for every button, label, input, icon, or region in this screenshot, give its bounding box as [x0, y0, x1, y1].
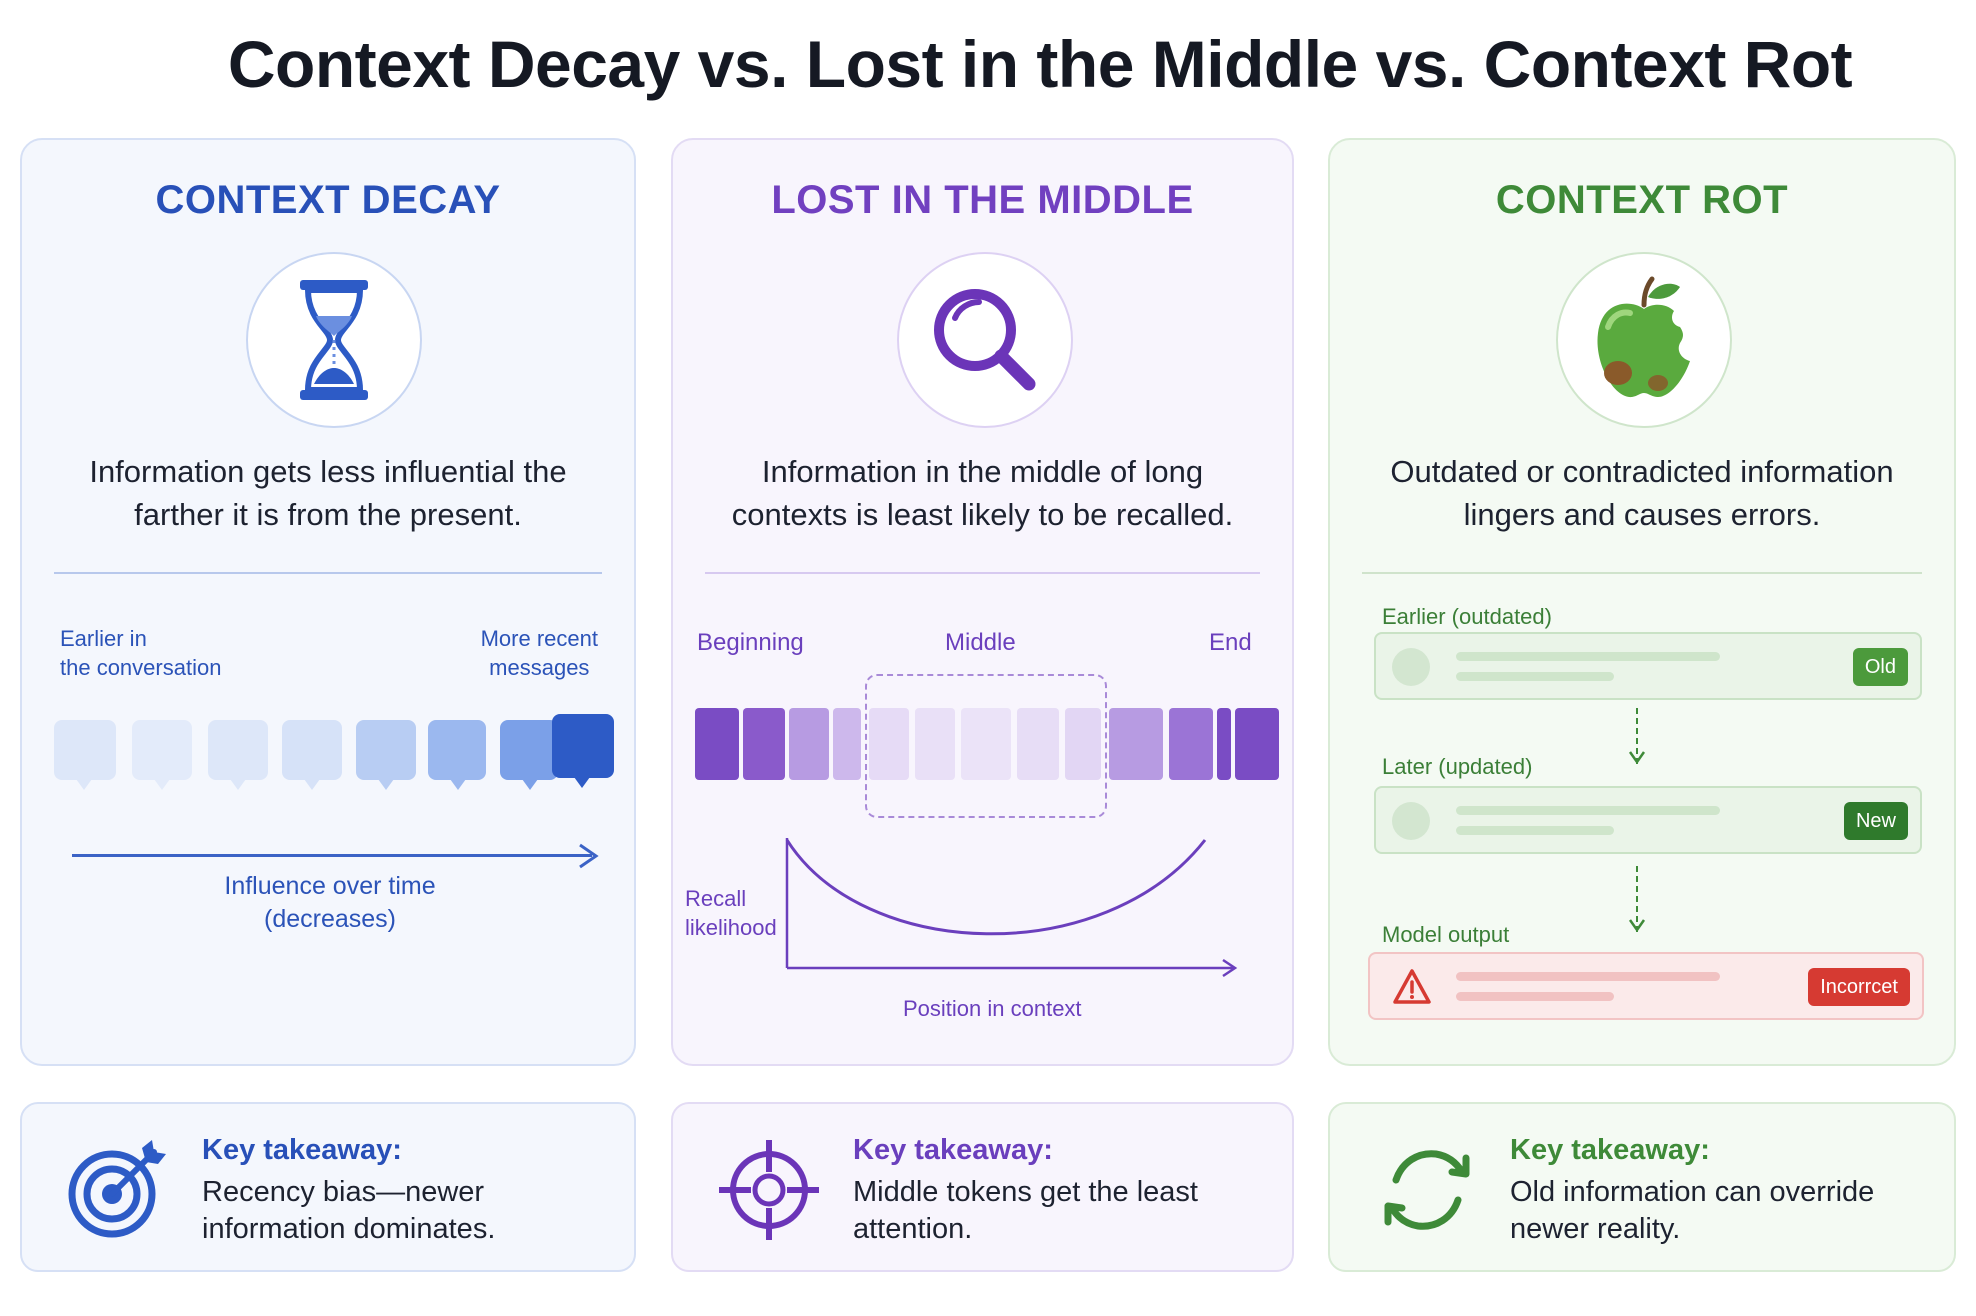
- message-bubble: [208, 720, 268, 790]
- takeaway-text: Middle tokens get the least attention.: [853, 1176, 1198, 1245]
- magnifier-icon: [934, 289, 1036, 391]
- arrow-head-icon: [579, 843, 599, 869]
- takeaway-title: Key takeaway:: [202, 1134, 402, 1166]
- context-segment: [869, 708, 909, 780]
- context-segment: [1235, 708, 1279, 780]
- divider: [1362, 572, 1922, 574]
- message-bubble: [132, 720, 192, 790]
- old-tag: Old: [1852, 648, 1908, 686]
- label-later-updated: Later (updated): [1382, 754, 1533, 779]
- connector-arrow: [1636, 866, 1638, 932]
- label-model-output: Model output: [1382, 922, 1510, 947]
- recall-likelihood-label: Recall likelihood: [685, 886, 777, 940]
- icon-circle: [246, 252, 422, 428]
- context-segment: [695, 708, 739, 780]
- label-more-recent: More recent messages: [480, 626, 598, 680]
- context-segment: [1017, 708, 1059, 780]
- message-bubble: [500, 720, 558, 790]
- context-segment: [743, 708, 785, 780]
- panel-title: LOST IN THE MIDDLE: [771, 178, 1194, 222]
- label-beginning: Beginning: [697, 629, 804, 656]
- takeaway-title: Key takeaway:: [1510, 1134, 1710, 1166]
- arrow-down-icon: [1628, 919, 1646, 933]
- context-segment: [833, 708, 861, 780]
- label-middle: Middle: [945, 629, 1016, 656]
- avatar: [1392, 648, 1430, 686]
- label-earlier-outdated: Earlier (outdated): [1382, 604, 1552, 629]
- old-message-box: Old: [1374, 632, 1922, 700]
- context-segment: [1109, 708, 1163, 780]
- message-bubble: [356, 720, 416, 790]
- hourglass-icon: [300, 280, 368, 400]
- context-segment: [1065, 708, 1101, 780]
- refresh-cycle-icon: [1384, 1150, 1470, 1230]
- new-message-box: New: [1374, 786, 1922, 854]
- recall-curve-chart: [785, 838, 1238, 978]
- panel-title: CONTEXT DECAY: [155, 178, 501, 222]
- takeaway-middle: Key takeaway: Middle tokens get the leas…: [671, 1102, 1294, 1272]
- text-line: [1456, 972, 1720, 981]
- warning-icon: [1393, 969, 1431, 1004]
- target-icon: [68, 1140, 166, 1238]
- incorrect-tag: Incorrcet: [1808, 968, 1910, 1006]
- divider: [54, 572, 602, 574]
- takeaway-title: Key takeaway:: [853, 1134, 1053, 1166]
- label-earlier: Earlier in the conversation: [60, 626, 222, 680]
- divider: [705, 572, 1260, 574]
- lost-in-the-middle-panel: LOST IN THE MIDDLE Information in the mi…: [671, 138, 1294, 1066]
- context-segment: [789, 708, 829, 780]
- icon-circle: [1556, 252, 1732, 428]
- arrow-down-icon: [1628, 751, 1646, 765]
- avatar: [1392, 802, 1430, 840]
- context-decay-panel: CONTEXT DECAY Information gets less infl…: [20, 138, 636, 1066]
- text-line: [1456, 992, 1614, 1001]
- influence-arrow: [72, 854, 592, 857]
- context-segment: [1169, 708, 1213, 780]
- label-end: End: [1209, 629, 1252, 656]
- takeaway-text: Recency bias—newer information dominates…: [202, 1176, 496, 1245]
- message-bubble: [428, 720, 486, 790]
- context-segment: [915, 708, 955, 780]
- model-output-box: Incorrcet: [1368, 952, 1924, 1020]
- influence-label: Influence over time (decreases): [224, 872, 436, 933]
- text-line: [1456, 672, 1614, 681]
- takeaway-rot: Key takeaway: Old information can overri…: [1328, 1102, 1956, 1272]
- icon-circle: [897, 252, 1073, 428]
- middle-highlight-box: [865, 674, 1107, 818]
- context-segment: [1217, 708, 1231, 780]
- text-line: [1456, 826, 1614, 835]
- connector-arrow: [1636, 708, 1638, 764]
- crosshair-icon: [719, 1140, 819, 1240]
- position-label: Position in context: [903, 996, 1082, 1021]
- panel-description: Outdated or contradicted information lin…: [1390, 454, 1894, 532]
- takeaway-text: Old information can override newer reali…: [1510, 1176, 1875, 1245]
- panel-description: Information gets less influential the fa…: [89, 454, 567, 532]
- page-title: Context Decay vs. Lost in the Middle vs.…: [227, 27, 1853, 101]
- takeaway-decay: Key takeaway: Recency bias—newer informa…: [20, 1102, 636, 1272]
- panel-title: CONTEXT ROT: [1495, 178, 1789, 222]
- context-segment: [961, 708, 1011, 780]
- text-line: [1456, 652, 1720, 661]
- rotten-apple-icon: [1597, 276, 1690, 398]
- message-bubble: [552, 714, 614, 788]
- message-bubble: [282, 720, 342, 790]
- message-bubble: [54, 720, 116, 790]
- panel-description: Information in the middle of long contex…: [731, 454, 1234, 532]
- text-line: [1456, 806, 1720, 815]
- new-tag: New: [1843, 802, 1908, 840]
- context-rot-panel: CONTEXT ROT Outdated or contradicted inf…: [1328, 138, 1956, 1066]
